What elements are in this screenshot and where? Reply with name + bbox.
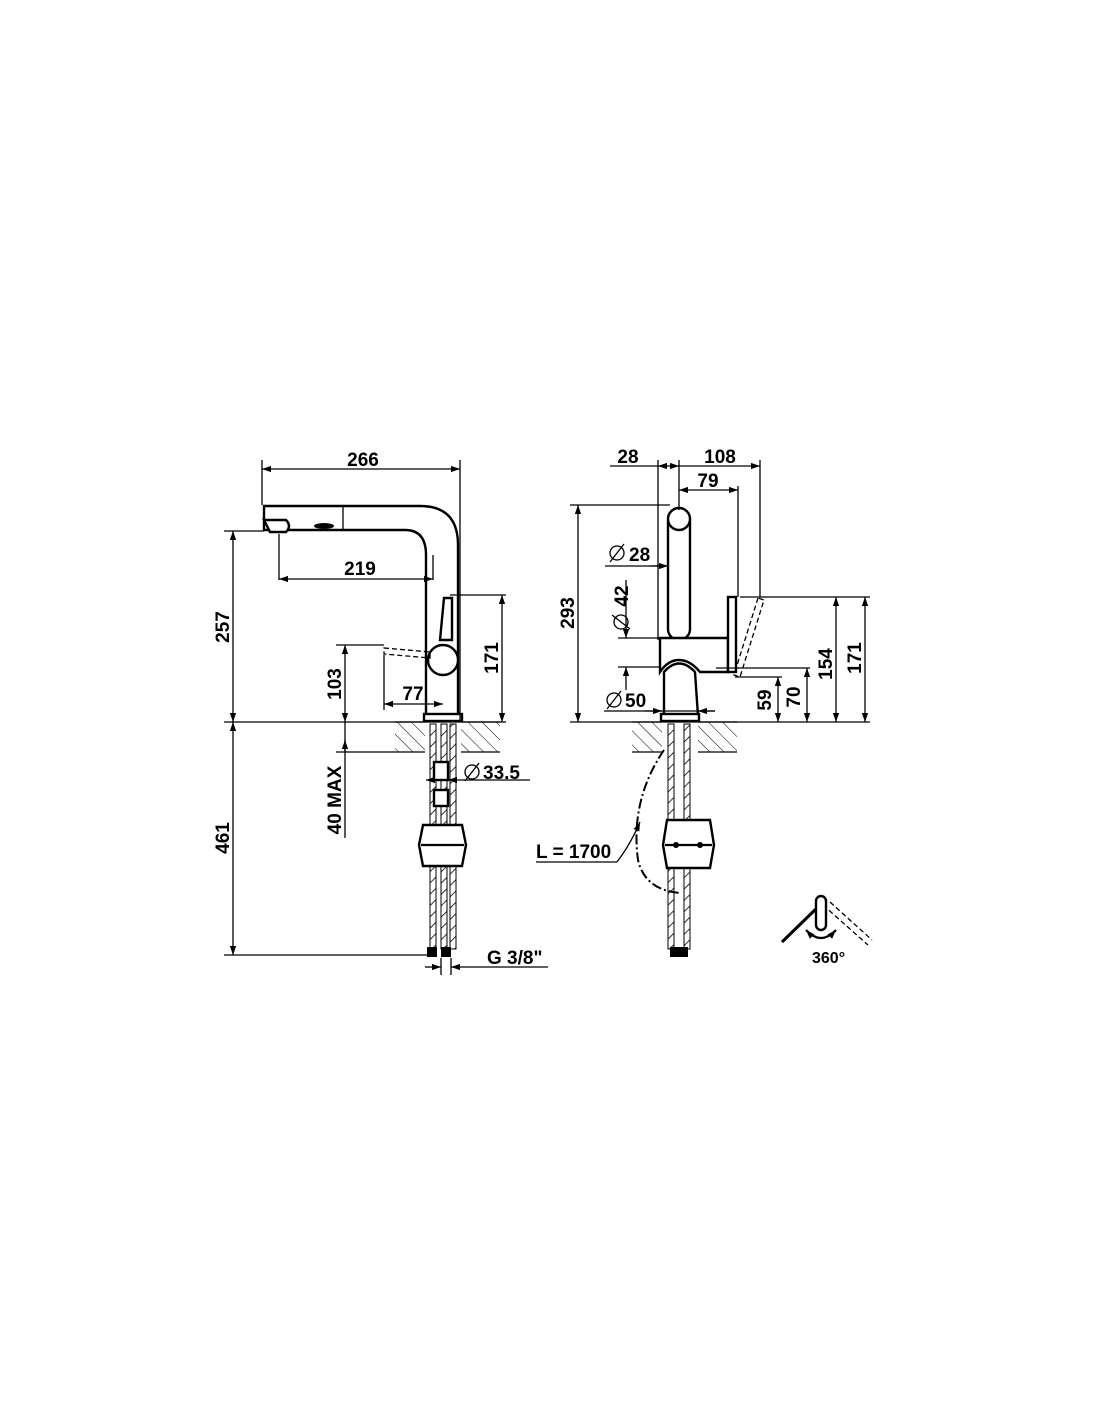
dim-40-max: 40 MAX	[325, 722, 395, 838]
dim-77-label: 77	[402, 684, 423, 705]
dim-219: 219	[278, 534, 434, 583]
thread-callout: G 3/8"	[425, 948, 548, 975]
faucet-side-body	[262, 504, 464, 723]
dim-28-label: 28	[617, 447, 638, 468]
front-view: 28 108 79 293 28 42	[536, 447, 870, 957]
dim-40-max-label: 40 MAX	[325, 765, 346, 834]
dim-154: 154	[740, 596, 870, 722]
dim-diameter-28: 28	[605, 543, 668, 570]
dim-171-front: 171	[845, 597, 869, 722]
under-counter-right	[635, 723, 716, 957]
dim-diameter-42: 42	[611, 580, 660, 690]
dim-266: 266	[261, 450, 461, 720]
dim-461: 461	[213, 722, 430, 956]
dim-top-widths: 28 108 79	[610, 447, 761, 640]
dim-79-label: 79	[697, 471, 718, 492]
dim-266-label: 266	[347, 450, 379, 471]
dim-171-side-label: 171	[482, 642, 503, 674]
dim-d50-label: 50	[625, 691, 646, 712]
dim-293: 293	[558, 504, 670, 722]
dim-diameter-50: 50	[604, 690, 715, 715]
rotation-symbol: 360°	[780, 894, 873, 967]
dim-d28-label: 28	[629, 545, 650, 566]
dim-d42-label: 42	[612, 585, 633, 606]
dim-diameter-33-5: 33.5	[426, 762, 530, 784]
dim-293-label: 293	[558, 597, 579, 629]
dim-257: 257	[213, 530, 264, 722]
dim-108-label: 108	[704, 447, 736, 468]
dim-154-label: 154	[816, 648, 837, 680]
dim-219-label: 219	[344, 559, 376, 580]
dim-59-70: 59 70	[716, 667, 811, 722]
dim-33-5-label: 33.5	[483, 763, 520, 784]
dim-171-side: 171	[450, 594, 506, 722]
dim-77: 77	[383, 655, 443, 710]
side-view: 266 219 257 171 103	[213, 450, 548, 975]
dim-103-label: 103	[325, 668, 346, 700]
dim-461-label: 461	[213, 822, 234, 854]
dim-171-front-label: 171	[845, 642, 866, 674]
rotation-label: 360°	[812, 950, 845, 967]
thread-label: G 3/8"	[487, 948, 542, 969]
hose-path	[635, 749, 681, 894]
hose-length-label: L = 1700	[536, 842, 611, 863]
dim-70-label: 70	[784, 686, 805, 707]
dim-59-label: 59	[755, 689, 776, 710]
faucet-front-body	[658, 506, 765, 723]
under-counter-left	[417, 723, 468, 957]
dim-257-label: 257	[213, 611, 234, 643]
hose-length-callout: L = 1700	[536, 821, 641, 863]
dim-103: 103	[325, 644, 384, 722]
